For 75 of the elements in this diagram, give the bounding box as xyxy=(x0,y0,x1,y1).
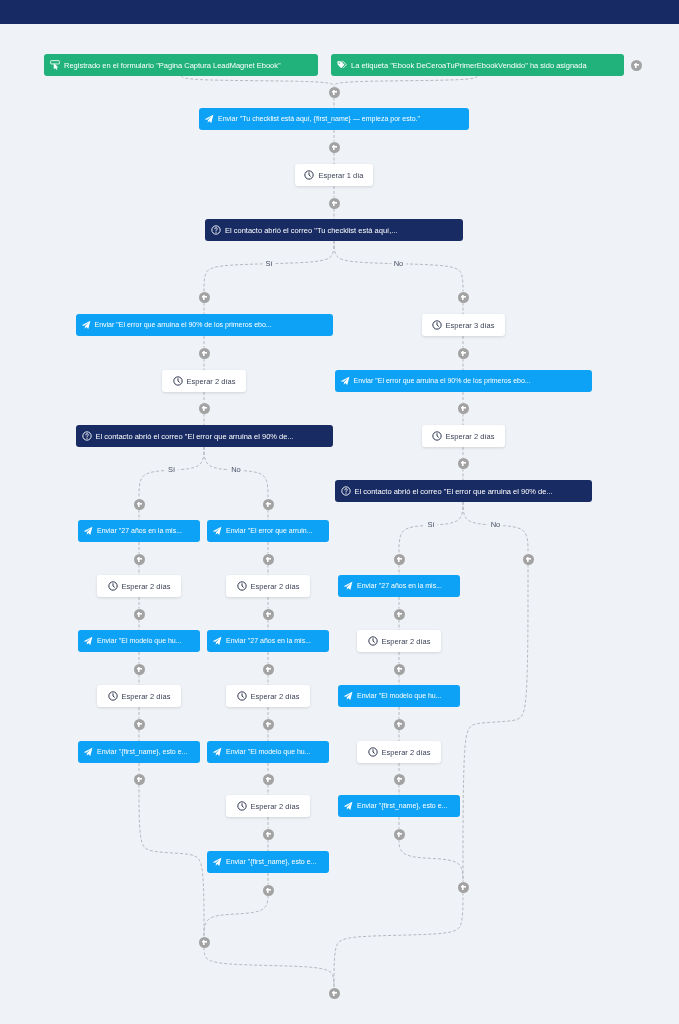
wait-step xyxy=(357,741,441,763)
condition-step xyxy=(334,480,592,502)
add-icon xyxy=(133,663,145,675)
add-icon xyxy=(262,773,274,785)
add-icon xyxy=(630,59,642,71)
connector xyxy=(462,501,529,554)
add-icon xyxy=(522,553,534,565)
wait-step xyxy=(357,630,441,652)
connector xyxy=(462,564,529,882)
add-icon xyxy=(133,773,145,785)
wait-step xyxy=(421,314,505,336)
add-icon xyxy=(457,347,469,359)
connector xyxy=(333,240,464,292)
condition-step xyxy=(75,425,333,447)
wait-step xyxy=(226,685,310,707)
connector xyxy=(333,892,464,988)
add-icon xyxy=(262,828,274,840)
add-icon xyxy=(393,553,405,565)
send-email-step xyxy=(338,575,460,597)
add-icon xyxy=(198,936,210,948)
add-icon xyxy=(133,718,145,730)
trigger-box xyxy=(44,54,318,76)
wait-step xyxy=(97,575,181,597)
connector xyxy=(203,947,335,988)
wait-step xyxy=(97,685,181,707)
send-email-step xyxy=(334,370,592,392)
add-icon xyxy=(262,608,274,620)
add-icon xyxy=(393,773,405,785)
add-icon xyxy=(328,141,340,153)
send-email-step xyxy=(207,741,329,763)
add-icon xyxy=(133,553,145,565)
add-icon xyxy=(262,718,274,730)
add-icon xyxy=(393,828,405,840)
send-email-step xyxy=(199,108,469,130)
wait-step xyxy=(162,370,246,392)
add-icon xyxy=(457,291,469,303)
condition-step xyxy=(205,219,463,241)
wait-step xyxy=(226,575,310,597)
connector xyxy=(398,839,464,882)
add-icon xyxy=(328,987,340,999)
connector xyxy=(180,75,335,87)
add-icon xyxy=(262,884,274,896)
add-icon xyxy=(133,498,145,510)
add-icon xyxy=(198,347,210,359)
connector xyxy=(203,446,269,499)
add-icon xyxy=(393,608,405,620)
add-icon xyxy=(133,608,145,620)
add-icon xyxy=(457,457,469,469)
add-icon xyxy=(457,402,469,414)
connector xyxy=(138,784,205,937)
send-email-step xyxy=(338,795,460,817)
send-email-step xyxy=(338,685,460,707)
connector xyxy=(333,75,478,87)
send-email-step xyxy=(207,520,329,542)
trigger-box xyxy=(331,54,624,76)
send-email-step xyxy=(78,741,200,763)
add-icon xyxy=(262,663,274,675)
add-icon xyxy=(262,553,274,565)
wait-step xyxy=(421,425,505,447)
send-email-step xyxy=(78,520,200,542)
send-email-step xyxy=(207,851,329,873)
add-icon xyxy=(328,197,340,209)
send-email-step xyxy=(78,630,200,652)
add-icon xyxy=(262,498,274,510)
add-icon xyxy=(457,881,469,893)
send-email-step xyxy=(207,630,329,652)
connector xyxy=(203,895,269,937)
wait-step xyxy=(295,164,373,186)
add-icon xyxy=(198,402,210,414)
send-email-step xyxy=(75,314,333,336)
add-icon xyxy=(328,86,340,98)
add-icon xyxy=(198,291,210,303)
add-icon xyxy=(393,718,405,730)
add-icon xyxy=(393,663,405,675)
wait-step xyxy=(226,795,310,817)
